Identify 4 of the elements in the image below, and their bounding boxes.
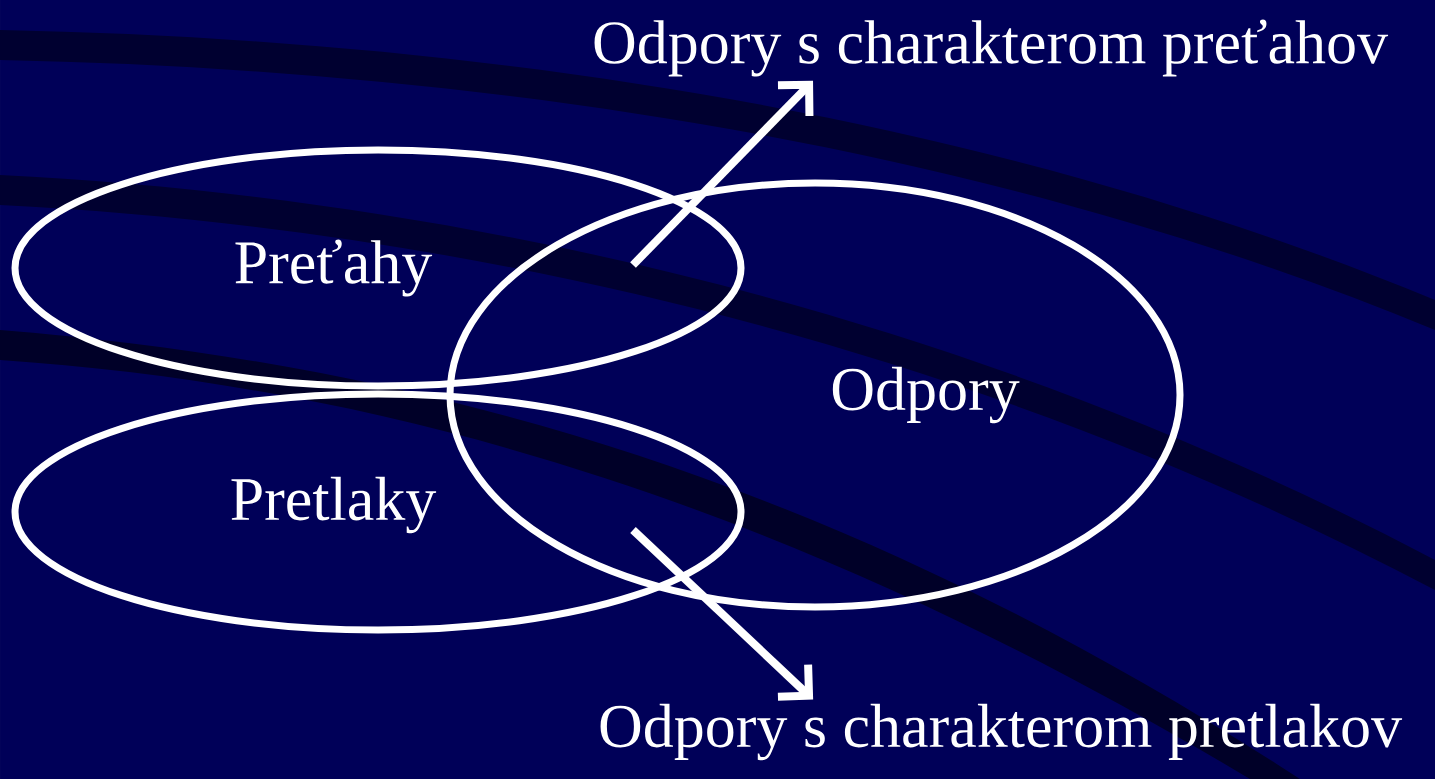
arrow <box>630 527 814 701</box>
label-text: Odpory s charakterom preťahov <box>594 19 1389 77</box>
arrow <box>630 80 814 268</box>
label-text: Odpory s charakterom pretlakov <box>600 703 1403 761</box>
